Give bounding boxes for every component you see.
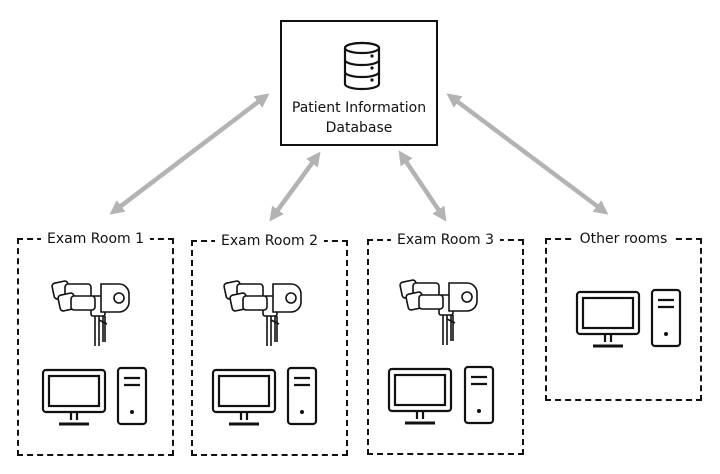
arrow-room-3 — [398, 150, 447, 222]
arrow-room-2 — [269, 151, 321, 222]
computer-tower-icon — [116, 366, 148, 426]
room-label: Exam Room 2 — [214, 233, 325, 249]
computer-tower-icon — [463, 365, 495, 425]
slit-lamp-icon — [223, 280, 302, 346]
monitor-icon — [41, 368, 107, 426]
patient-database-node: Patient Information Database — [280, 20, 438, 146]
monitor-icon — [575, 290, 641, 348]
room-label: Exam Room 3 — [390, 232, 501, 248]
room-label: Exam Room 1 — [40, 231, 151, 247]
exam-room-1: Exam Room 1 — [17, 231, 174, 456]
room-label: Other rooms — [573, 231, 674, 247]
connection-arrows — [109, 93, 609, 222]
database-label: Patient Information Database — [282, 98, 436, 138]
arrow-other-rooms — [446, 93, 609, 215]
slit-lamp-icon — [399, 279, 478, 345]
arrow-room-1 — [109, 93, 270, 215]
computer-tower-icon — [286, 366, 318, 426]
slit-lamp-icon — [51, 280, 130, 346]
monitor-icon — [211, 368, 277, 426]
other-rooms: Other rooms — [545, 231, 702, 401]
database-label-line1: Patient Information — [291, 100, 427, 116]
computer-tower-icon — [650, 288, 682, 348]
database-icon — [343, 41, 381, 91]
monitor-icon — [387, 367, 453, 425]
exam-room-2: Exam Room 2 — [191, 233, 348, 456]
database-label-line2: Database — [325, 120, 393, 136]
exam-room-3: Exam Room 3 — [367, 232, 524, 455]
